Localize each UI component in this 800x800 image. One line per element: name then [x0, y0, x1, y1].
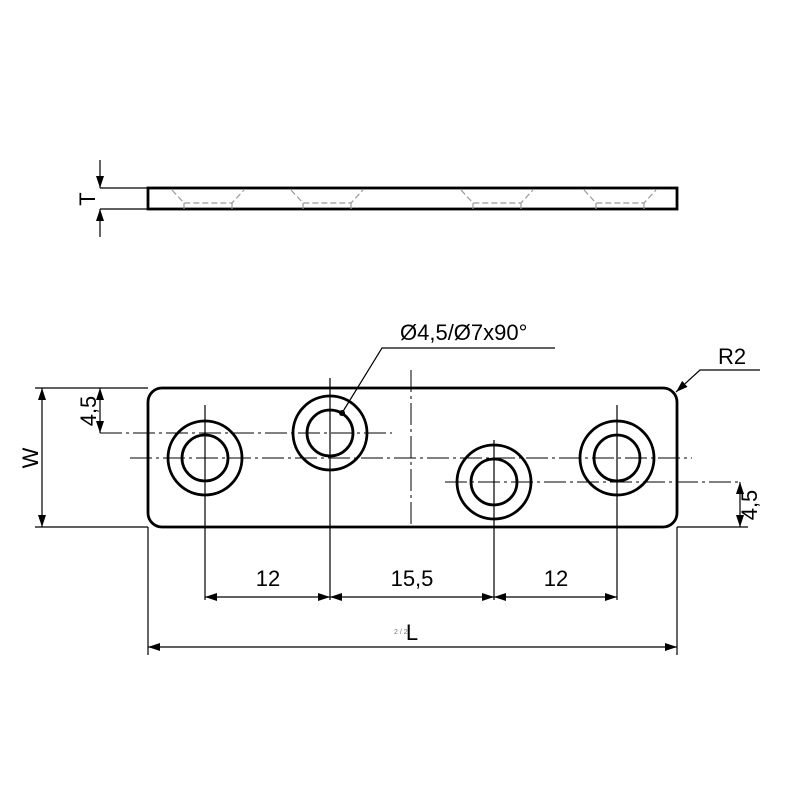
hole-2: [291, 394, 369, 472]
side-view-outline: [146, 186, 679, 211]
right-offset-label: 4,5: [737, 490, 762, 521]
hole-4: [578, 419, 656, 497]
hole-callout-label: Ø4,5/Ø7x90°: [400, 320, 527, 345]
length-label: L: [406, 620, 418, 645]
thickness-label: T: [75, 192, 100, 205]
right-offset-dimension: 4,5: [677, 482, 762, 528]
hole-3: [455, 443, 533, 521]
top-view: Ø4,5/Ø7x90° R2 W 4,5 4,5 12 15,5 12: [18, 320, 762, 655]
left-offset-dimension: 4,5: [76, 388, 104, 433]
length-dimension: L 2 / 2: [147, 527, 678, 655]
width-dimension: W: [18, 387, 148, 528]
spacing-3-label: 12: [544, 566, 568, 591]
radius-label: R2: [718, 344, 746, 369]
radius-callout: R2: [675, 344, 760, 393]
thickness-dimension: T: [75, 160, 148, 237]
hole-callout: Ø4,5/Ø7x90°: [339, 320, 555, 416]
spacing-2-label: 15,5: [391, 566, 434, 591]
hole-1: [166, 419, 244, 497]
page-number: 2 / 2: [394, 629, 408, 636]
left-offset-label: 4,5: [76, 396, 101, 427]
width-label: W: [18, 447, 43, 468]
side-view: T: [75, 160, 679, 237]
spacing-1-label: 12: [256, 566, 280, 591]
spacing-dimensions: 12 15,5 12: [205, 566, 617, 601]
holes: [166, 394, 656, 521]
hidden-countersinks: [171, 189, 657, 209]
